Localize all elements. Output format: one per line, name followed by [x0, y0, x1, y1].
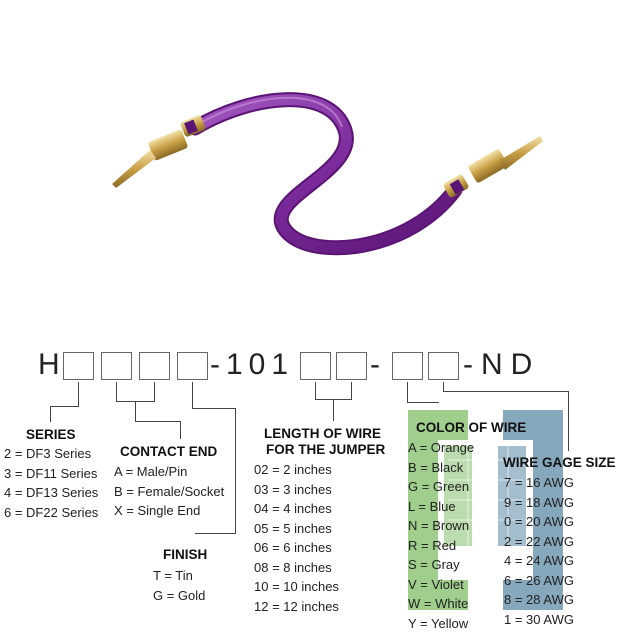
part-slot-contact-a [101, 352, 132, 380]
length-item: 05 = 5 inches [254, 520, 332, 536]
color-item: G = Green [408, 479, 470, 494]
watermark-logo [408, 410, 563, 610]
contact-end-heading: CONTACT END [120, 444, 218, 459]
part-slot-contact-b [139, 352, 170, 380]
contact-end-item: A = Male/Pin [114, 464, 188, 479]
series-item: 4 = DF13 Series [4, 485, 99, 500]
series-line [78, 382, 79, 407]
length-heading-line1: LENGTH OF WIRE [264, 426, 381, 441]
finish-item: T = Tin [153, 568, 193, 583]
part-slot-series [63, 352, 94, 380]
wire-gage-item: 0 = 20 AWG [504, 514, 574, 529]
left-terminal-pin [112, 115, 206, 188]
color-item: W = White [408, 596, 469, 611]
finish-item: G = Gold [153, 587, 206, 603]
color-item: N = Brown [408, 518, 470, 533]
jumper-wire-photo [112, 92, 543, 256]
wire-gage-item: 8 = 28 AWG [504, 592, 574, 607]
series-legend: SERIES 2 = DF3 Series 3 = DF11 Series 4 … [4, 427, 98, 522]
wire-gage-item: 2 = 22 AWG [504, 533, 574, 549]
wire-gage-item: 7 = 16 AWG [504, 475, 574, 490]
part-mid: -101 [210, 348, 295, 381]
color-item: R = Red [408, 537, 457, 553]
length-line [315, 382, 316, 400]
color-legend: COLOR OF WIRE A = Orange B = Black G = G… [408, 420, 527, 633]
part-slot-length-a [300, 352, 331, 380]
wire-gage-item: 4 = 24 AWG [504, 553, 574, 568]
length-item: 10 = 10 inches [254, 579, 339, 594]
color-item: B = Black [408, 459, 464, 475]
wire-gage-item: 1 = 30 AWG [504, 611, 574, 627]
color-item: Y = Yellow [408, 615, 469, 631]
wire-gage-item: 6 = 26 AWG [504, 572, 574, 588]
color-item: L = Blue [408, 498, 456, 514]
series-item: 3 = DF11 Series [4, 465, 98, 481]
part-slot-gage [428, 352, 459, 380]
gage-line [443, 382, 444, 392]
length-item: 02 = 2 inches [254, 462, 332, 477]
wire-gage-legend: WIRE GAGE SIZE 7 = 16 AWG 9 = 18 AWG 0 =… [503, 455, 616, 629]
contact-line [116, 382, 117, 402]
color-item: V = Violet [408, 576, 464, 592]
contact-end-item: X = Single End [114, 503, 201, 518]
color-heading: COLOR OF WIRE [416, 420, 527, 435]
part-suffix: -ND [463, 348, 541, 381]
color-item: A = Orange [408, 440, 475, 455]
finish-legend: FINISH T = Tin G = Gold [153, 547, 208, 605]
contact-end-legend: CONTACT END A = Male/Pin B = Female/Sock… [114, 444, 224, 521]
length-legend: LENGTH OF WIRE FOR THE JUMPER 02 = 2 inc… [254, 426, 386, 616]
length-item: 06 = 6 inches [254, 540, 332, 555]
color-line [407, 382, 408, 403]
wire-gage-heading: WIRE GAGE SIZE [503, 455, 616, 470]
part-slot-length-b [336, 352, 367, 380]
series-item: 2 = DF3 Series [4, 446, 92, 461]
part-slot-color [392, 352, 423, 380]
length-item: 08 = 8 inches [254, 559, 332, 575]
part-slot-finish [177, 352, 208, 380]
part-prefix: H [38, 348, 60, 381]
length-item: 12 = 12 inches [254, 598, 339, 614]
finish-line [192, 382, 193, 409]
series-item: 6 = DF22 Series [4, 504, 99, 520]
right-terminal-pin [443, 136, 543, 198]
series-heading: SERIES [26, 427, 76, 442]
finish-heading: FINISH [163, 547, 208, 562]
color-item: S = Gray [408, 557, 460, 572]
length-item: 03 = 3 inches [254, 481, 332, 497]
wire-gage-item: 9 = 18 AWG [504, 494, 574, 510]
length-item: 04 = 4 inches [254, 501, 332, 516]
part-dash: - [370, 348, 380, 381]
length-heading-line2: FOR THE JUMPER [266, 442, 386, 457]
contact-end-item: B = Female/Socket [114, 483, 225, 499]
